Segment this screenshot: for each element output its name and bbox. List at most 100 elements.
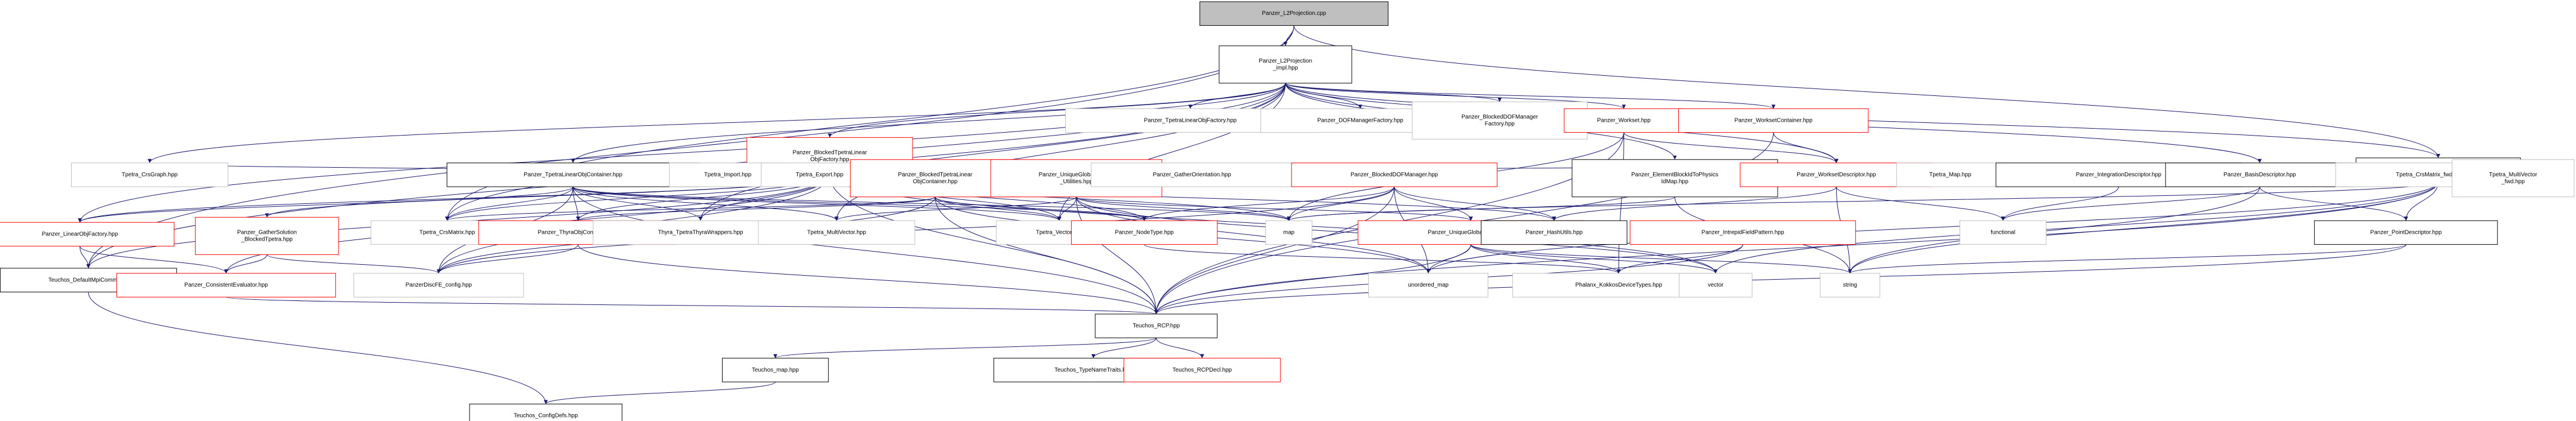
node-tmaphpp[interactable]: Teuchos_map.hpp: [721, 358, 829, 383]
node-box[interactable]: [1368, 273, 1488, 298]
node-box[interactable]: [1291, 163, 1498, 187]
edge-wsd-to-functional: [1836, 186, 2005, 221]
edge: [572, 186, 1291, 221]
node-box[interactable]: [1896, 163, 2005, 187]
node-hashutils[interactable]: Panzer_HashUtils.hpp: [1481, 220, 1628, 245]
node-box[interactable]: [71, 163, 228, 187]
node-tmv[interactable]: Tpetra_MultiVector.hpp: [758, 220, 915, 245]
edge: [79, 246, 91, 269]
node-box[interactable]: [116, 273, 336, 298]
node-label: Panzer_ElementBlockIdToPhysics: [1631, 172, 1718, 178]
node-box[interactable]: [1095, 314, 1218, 338]
edge: [934, 196, 1062, 221]
edge-bdofm-to-rcp: [1154, 187, 1395, 314]
node-box[interactable]: [195, 217, 339, 255]
node-map[interactable]: map: [1265, 220, 1313, 245]
edge-tlcont-to-map: [572, 186, 1291, 221]
edge: [577, 244, 1158, 314]
node-box[interactable]: [1199, 1, 1388, 26]
node-label: Tpetra_MultiVector: [2489, 172, 2538, 178]
node-label: IdMap.hpp: [1661, 179, 1689, 185]
node-wsc[interactable]: Panzer_WorksetContainer.hpp: [1678, 108, 1869, 133]
node-discfe[interactable]: PanzerDiscFE_config.hpp: [353, 273, 524, 298]
node-configdefs[interactable]: Teuchos_ConfigDefs.hpp: [469, 403, 623, 421]
node-box[interactable]: [1411, 101, 1588, 140]
node-box[interactable]: [1820, 273, 1880, 298]
node-box[interactable]: [1071, 220, 1218, 245]
node-root[interactable]: Panzer_L2Projection.cpp: [1199, 1, 1388, 26]
node-mvfwd[interactable]: Tpetra_MultiVector_fwd.hpp: [2451, 159, 2575, 198]
node-label: functional: [1991, 230, 2015, 236]
node-box[interactable]: [1219, 45, 1352, 84]
node-label: Panzer_BasisDescriptor.hpp: [2224, 172, 2296, 178]
node-ifp[interactable]: Panzer_IntrepidFieldPattern.hpp: [1630, 220, 1856, 245]
node-gorient[interactable]: Panzer_GatherOrientation.hpp: [1091, 163, 1293, 187]
edge: [934, 196, 1147, 221]
node-box[interactable]: [353, 273, 524, 298]
node-box[interactable]: [1960, 220, 2047, 245]
edge-bdofm-to-hashutils: [1394, 186, 1557, 221]
node-box[interactable]: [469, 403, 623, 421]
edge-ugiu-to-tmv: [835, 196, 1077, 221]
node-tmap[interactable]: Tpetra_Map.hpp: [1896, 163, 2005, 187]
node-box[interactable]: [1123, 358, 1281, 383]
edge-wsc-to-wsd: [1773, 132, 1838, 163]
edge: [1287, 181, 2439, 221]
node-box[interactable]: [2451, 159, 2575, 198]
node-lofac[interactable]: Panzer_LinearObjFactory.hpp: [0, 222, 174, 247]
node-pointdesc[interactable]: Panzer_PointDescriptor.hpp: [2314, 220, 2498, 245]
node-functional[interactable]: functional: [1960, 220, 2047, 245]
node-label: Panzer_UniqueGlobalIndexer: [1039, 172, 1115, 178]
node-impl[interactable]: Panzer_L2Projection_impl.hpp: [1219, 45, 1352, 84]
node-box[interactable]: [2314, 220, 2498, 245]
edge: [86, 25, 1294, 269]
node-box[interactable]: [0, 222, 174, 247]
edge: [2001, 186, 2260, 221]
node-vector[interactable]: vector: [1679, 273, 1753, 298]
node-conseval[interactable]: Panzer_ConsistentEvaluator.hpp: [116, 273, 336, 298]
node-basisdesc[interactable]: Panzer_BasisDescriptor.hpp: [2165, 163, 2354, 187]
node-label: Tpetra_CrsMatrix.hpp: [420, 230, 475, 236]
edge-btcont-to-tvec: [934, 196, 1062, 221]
node-bdofm[interactable]: Panzer_BlockedDOFManager.hpp: [1291, 163, 1498, 187]
node-box[interactable]: [1679, 273, 1753, 298]
edge-l2hpp-to-umap: [1426, 181, 2439, 273]
node-box[interactable]: [1265, 220, 1313, 245]
edge-tlcont-to-rcp: [572, 187, 1158, 314]
node-box[interactable]: [721, 358, 829, 383]
node-rcp[interactable]: Teuchos_RCP.hpp: [1095, 314, 1218, 338]
node-nodetype[interactable]: Panzer_NodeType.hpp: [1071, 220, 1218, 245]
edge: [1154, 181, 2439, 314]
node-box[interactable]: [758, 220, 915, 245]
edge-ifp-to-phalanx: [1616, 244, 1743, 274]
edge-l2hpp-to-pointdesc: [2404, 181, 2439, 221]
node-label: ObjFactory.hpp: [810, 157, 849, 163]
edge-gsbt-to-conseval: [224, 254, 267, 274]
node-gsbt[interactable]: Panzer_GatherSolution_BlockedTpetra.hpp: [195, 217, 339, 255]
edge-impl-to-bdofmf: [1285, 83, 1502, 102]
node-rcpdecl[interactable]: Teuchos_RCPDecl.hpp: [1123, 358, 1281, 383]
node-workset[interactable]: Panzer_Workset.hpp: [1564, 108, 1684, 133]
node-umap[interactable]: unordered_map: [1368, 273, 1488, 298]
node-box[interactable]: [447, 163, 700, 187]
edge-impl-to-crsgraph: [148, 83, 1286, 163]
node-box[interactable]: [1091, 163, 1293, 187]
node-label: Panzer_ThyraObjContainer.hpp: [538, 230, 619, 236]
node-box[interactable]: [1481, 220, 1628, 245]
edge-ugiu-to-map: [1076, 196, 1291, 221]
edge-ugi-to-string: [1471, 244, 1852, 274]
node-label: Panzer_WorksetContainer.hpp: [1735, 118, 1813, 124]
node-box[interactable]: [1564, 108, 1684, 133]
node-string[interactable]: string: [1820, 273, 1880, 298]
edge: [1057, 196, 1077, 221]
node-box[interactable]: [1630, 220, 1856, 245]
node-label: Teuchos_TypeNameTraits.hpp: [1054, 367, 1132, 373]
node-box[interactable]: [1678, 108, 1869, 133]
edge: [1552, 186, 1837, 221]
node-tlcont[interactable]: Panzer_TpetraLinearObjContainer.hpp: [447, 163, 700, 187]
node-label: Phalanx_KokkosDeviceTypes.hpp: [1576, 282, 1663, 288]
edge: [571, 83, 1286, 163]
node-crsgraph[interactable]: Tpetra_CrsGraph.hpp: [71, 163, 228, 187]
